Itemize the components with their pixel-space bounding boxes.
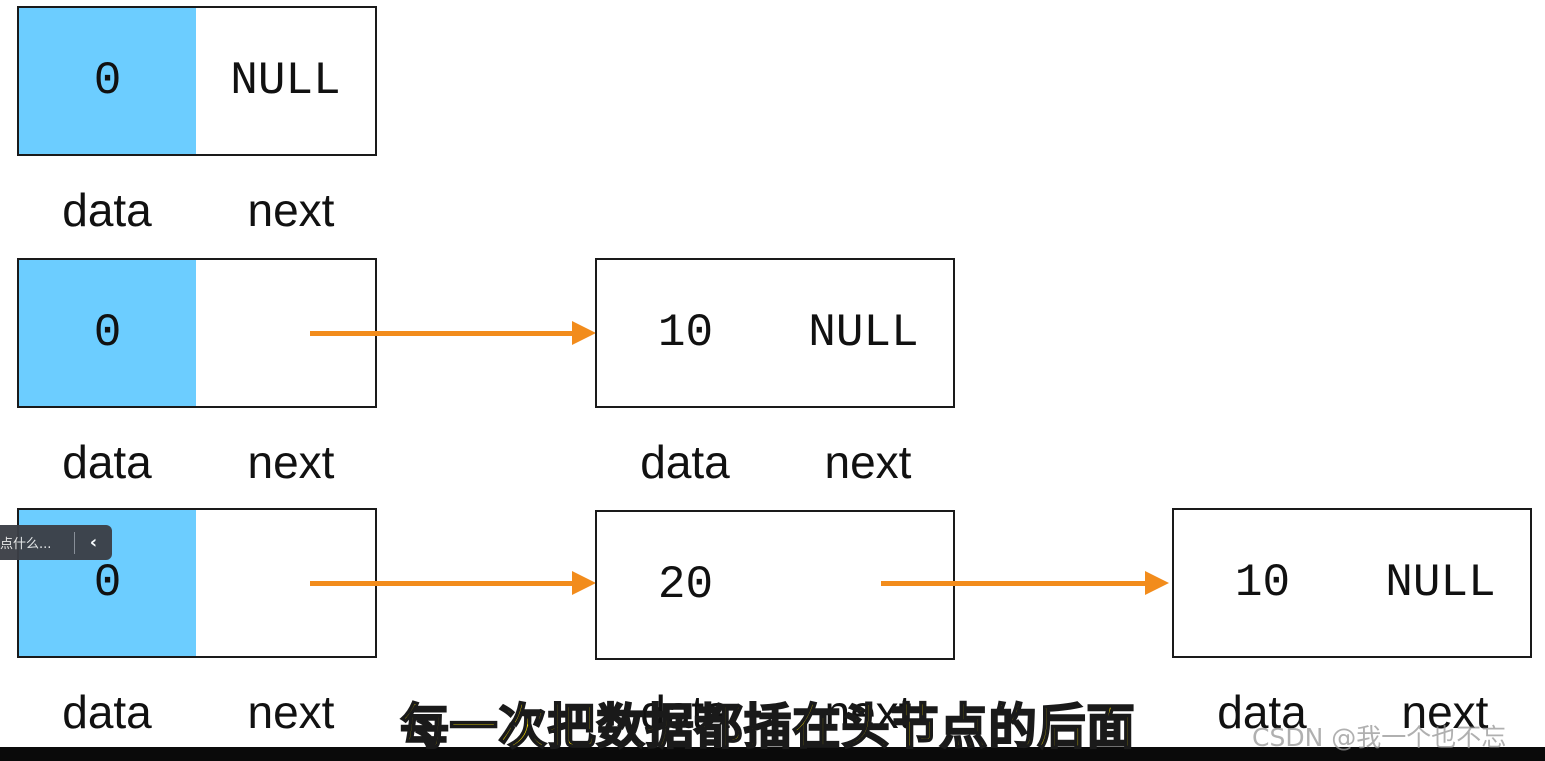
video-subtitle: 每一次把数据都插在头节点的后面 <box>399 698 1136 755</box>
next-label: next <box>247 686 335 738</box>
node-0-next-cell: NULL <box>196 6 377 156</box>
next-label: next <box>824 436 912 488</box>
next-label: next <box>247 436 335 488</box>
floating-side-tab[interactable]: 点什么... ‹ <box>0 525 112 560</box>
data-label: data <box>640 436 730 488</box>
node-2-data-cell: 10 <box>1172 508 1353 658</box>
chevron-left-icon[interactable]: ‹ <box>89 532 98 553</box>
node-1-next-cell: NULL <box>774 258 955 408</box>
data-label: data <box>62 686 152 738</box>
node-2-next-cell: NULL <box>1351 508 1532 658</box>
data-label: data <box>62 184 152 236</box>
data-label: data <box>640 686 730 738</box>
side-tab-divider <box>74 531 75 554</box>
node-0-data-cell: 0 <box>17 258 198 408</box>
bottom-bar <box>0 747 1545 761</box>
node-1-data-cell: 10 <box>595 258 776 408</box>
side-tab-text: 点什么... <box>0 537 52 552</box>
data-label: data <box>1217 686 1307 738</box>
node-0-data-cell: 0 <box>17 6 198 156</box>
next-label: next <box>247 184 335 236</box>
data-label: data <box>62 436 152 488</box>
next-label: next <box>824 686 912 738</box>
next-label: next <box>1401 686 1489 738</box>
watermark: CSDN @我一个也不忘 <box>1252 723 1507 752</box>
node-1-data-cell: 20 <box>595 510 776 660</box>
